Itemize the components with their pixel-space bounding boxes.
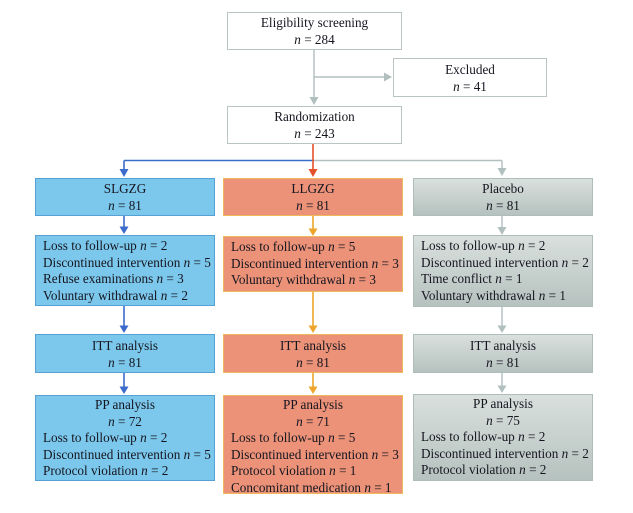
- llgzg-pp-box: PP analysis n = 71 Loss to follow-up n =…: [223, 395, 403, 496]
- arrow-slgzg-dropout-to-itt: [119, 306, 129, 333]
- slgzg-pp-box: PP analysis n = 72 Loss to follow-up n =…: [35, 395, 215, 481]
- arrow-randomization-to-slgzg: [119, 159, 313, 177]
- reason-line: Discontinued intervention n = 2: [421, 254, 589, 270]
- reason-line: Protocol violation n = 2: [43, 463, 169, 478]
- llgzg-itt-n: n = 81: [296, 354, 330, 370]
- slgzg-title: SLGZG: [103, 181, 147, 196]
- eligibility-title: Eligibility screening: [260, 15, 369, 30]
- arrow-placebo-dropout-to-itt: [497, 307, 507, 333]
- slgzg-pp-title: PP analysis: [95, 397, 155, 412]
- reason-line: Discontinued intervention n = 5: [43, 254, 211, 270]
- arrow-llgzg-itt-to-pp: [308, 373, 318, 394]
- arrow-placebo-header-to-dropout: [497, 215, 507, 235]
- llgzg-title: LLGZG: [291, 181, 335, 196]
- slgzg-itt-box: ITT analysis n = 81: [35, 334, 215, 373]
- arrow-eligibility-to-randomization: [309, 50, 319, 105]
- randomization-n: n = 243: [294, 126, 335, 141]
- placebo-header-box: Placebo n = 81: [413, 178, 593, 216]
- placebo-itt-n: n = 81: [486, 354, 520, 370]
- slgzg-itt-n: n = 81: [108, 354, 142, 370]
- llgzg-header-box: LLGZG n = 81: [223, 178, 403, 216]
- arrow-slgzg-itt-to-pp: [119, 373, 129, 394]
- reason-line: Time conflict n = 1: [421, 271, 523, 287]
- reason-line: Discontinued intervention n = 2: [421, 445, 589, 461]
- reason-line: Refuse examinations n = 3: [43, 271, 184, 287]
- reason-line: Loss to follow-up n = 5: [231, 430, 356, 445]
- reason-line: Loss to follow-up n = 2: [43, 430, 168, 445]
- arrow-randomization-to-llgzg: [308, 144, 318, 177]
- eligibility-screening-box: Eligibility screening n = 284: [227, 12, 402, 50]
- reason-line: Loss to follow-up n = 2: [43, 238, 168, 253]
- reason-line: Voluntary withdrawal n = 3: [231, 272, 376, 288]
- reason-line: Discontinued intervention n = 3: [231, 255, 399, 271]
- arrow-to-excluded: [314, 72, 392, 82]
- reason-line: Voluntary withdrawal n = 2: [43, 287, 188, 303]
- slgzg-n: n = 81: [108, 198, 142, 213]
- reason-line: Protocol violation n = 1: [231, 463, 357, 478]
- reason-line: Loss to follow-up n = 5: [231, 239, 356, 254]
- placebo-pp-title: PP analysis: [473, 396, 533, 411]
- arrow-slgzg-header-to-dropout: [119, 216, 129, 234]
- reason-line: Discontinued intervention n = 3: [231, 446, 399, 462]
- reason-line: Voluntary withdrawal n = 1: [421, 287, 566, 303]
- placebo-title: Placebo: [482, 181, 524, 196]
- llgzg-itt-box: ITT analysis n = 81: [223, 334, 403, 373]
- randomization-title: Randomization: [274, 109, 355, 124]
- arrow-randomization-to-placebo: [313, 159, 507, 176]
- randomization-box: Randomization n = 243: [227, 106, 402, 144]
- llgzg-n: n = 81: [296, 198, 330, 213]
- arrow-llgzg-dropout-to-itt: [308, 292, 318, 333]
- llgzg-pp-title: PP analysis: [283, 397, 343, 412]
- llgzg-pp-n: n = 71: [296, 413, 330, 429]
- excluded-title: Excluded: [445, 61, 495, 77]
- reason-line: Loss to follow-up n = 2: [421, 429, 546, 444]
- reason-line: Discontinued intervention n = 5: [43, 446, 211, 462]
- placebo-pp-box: PP analysis n = 75 Loss to follow-up n =…: [413, 394, 593, 481]
- excluded-box: Excluded n = 41: [393, 58, 547, 97]
- arrow-llgzg-header-to-dropout: [308, 216, 318, 236]
- reason-line: Concomitant medication n = 1: [231, 479, 392, 495]
- slgzg-itt-title: ITT analysis: [91, 337, 159, 353]
- reason-line: Protocol violation n = 2: [421, 462, 547, 477]
- slgzg-pp-n: n = 72: [108, 413, 142, 429]
- excluded-n: n = 41: [453, 78, 487, 94]
- placebo-pp-n: n = 75: [486, 412, 520, 428]
- arrow-placebo-itt-to-pp: [497, 373, 507, 393]
- reason-line: Loss to follow-up n = 2: [421, 238, 546, 253]
- llgzg-itt-title: ITT analysis: [279, 337, 347, 353]
- slgzg-header-box: SLGZG n = 81: [35, 178, 215, 216]
- placebo-itt-box: ITT analysis n = 81: [413, 334, 593, 373]
- eligibility-n: n = 284: [294, 32, 335, 47]
- placebo-n: n = 81: [486, 198, 520, 213]
- placebo-itt-title: ITT analysis: [469, 337, 537, 353]
